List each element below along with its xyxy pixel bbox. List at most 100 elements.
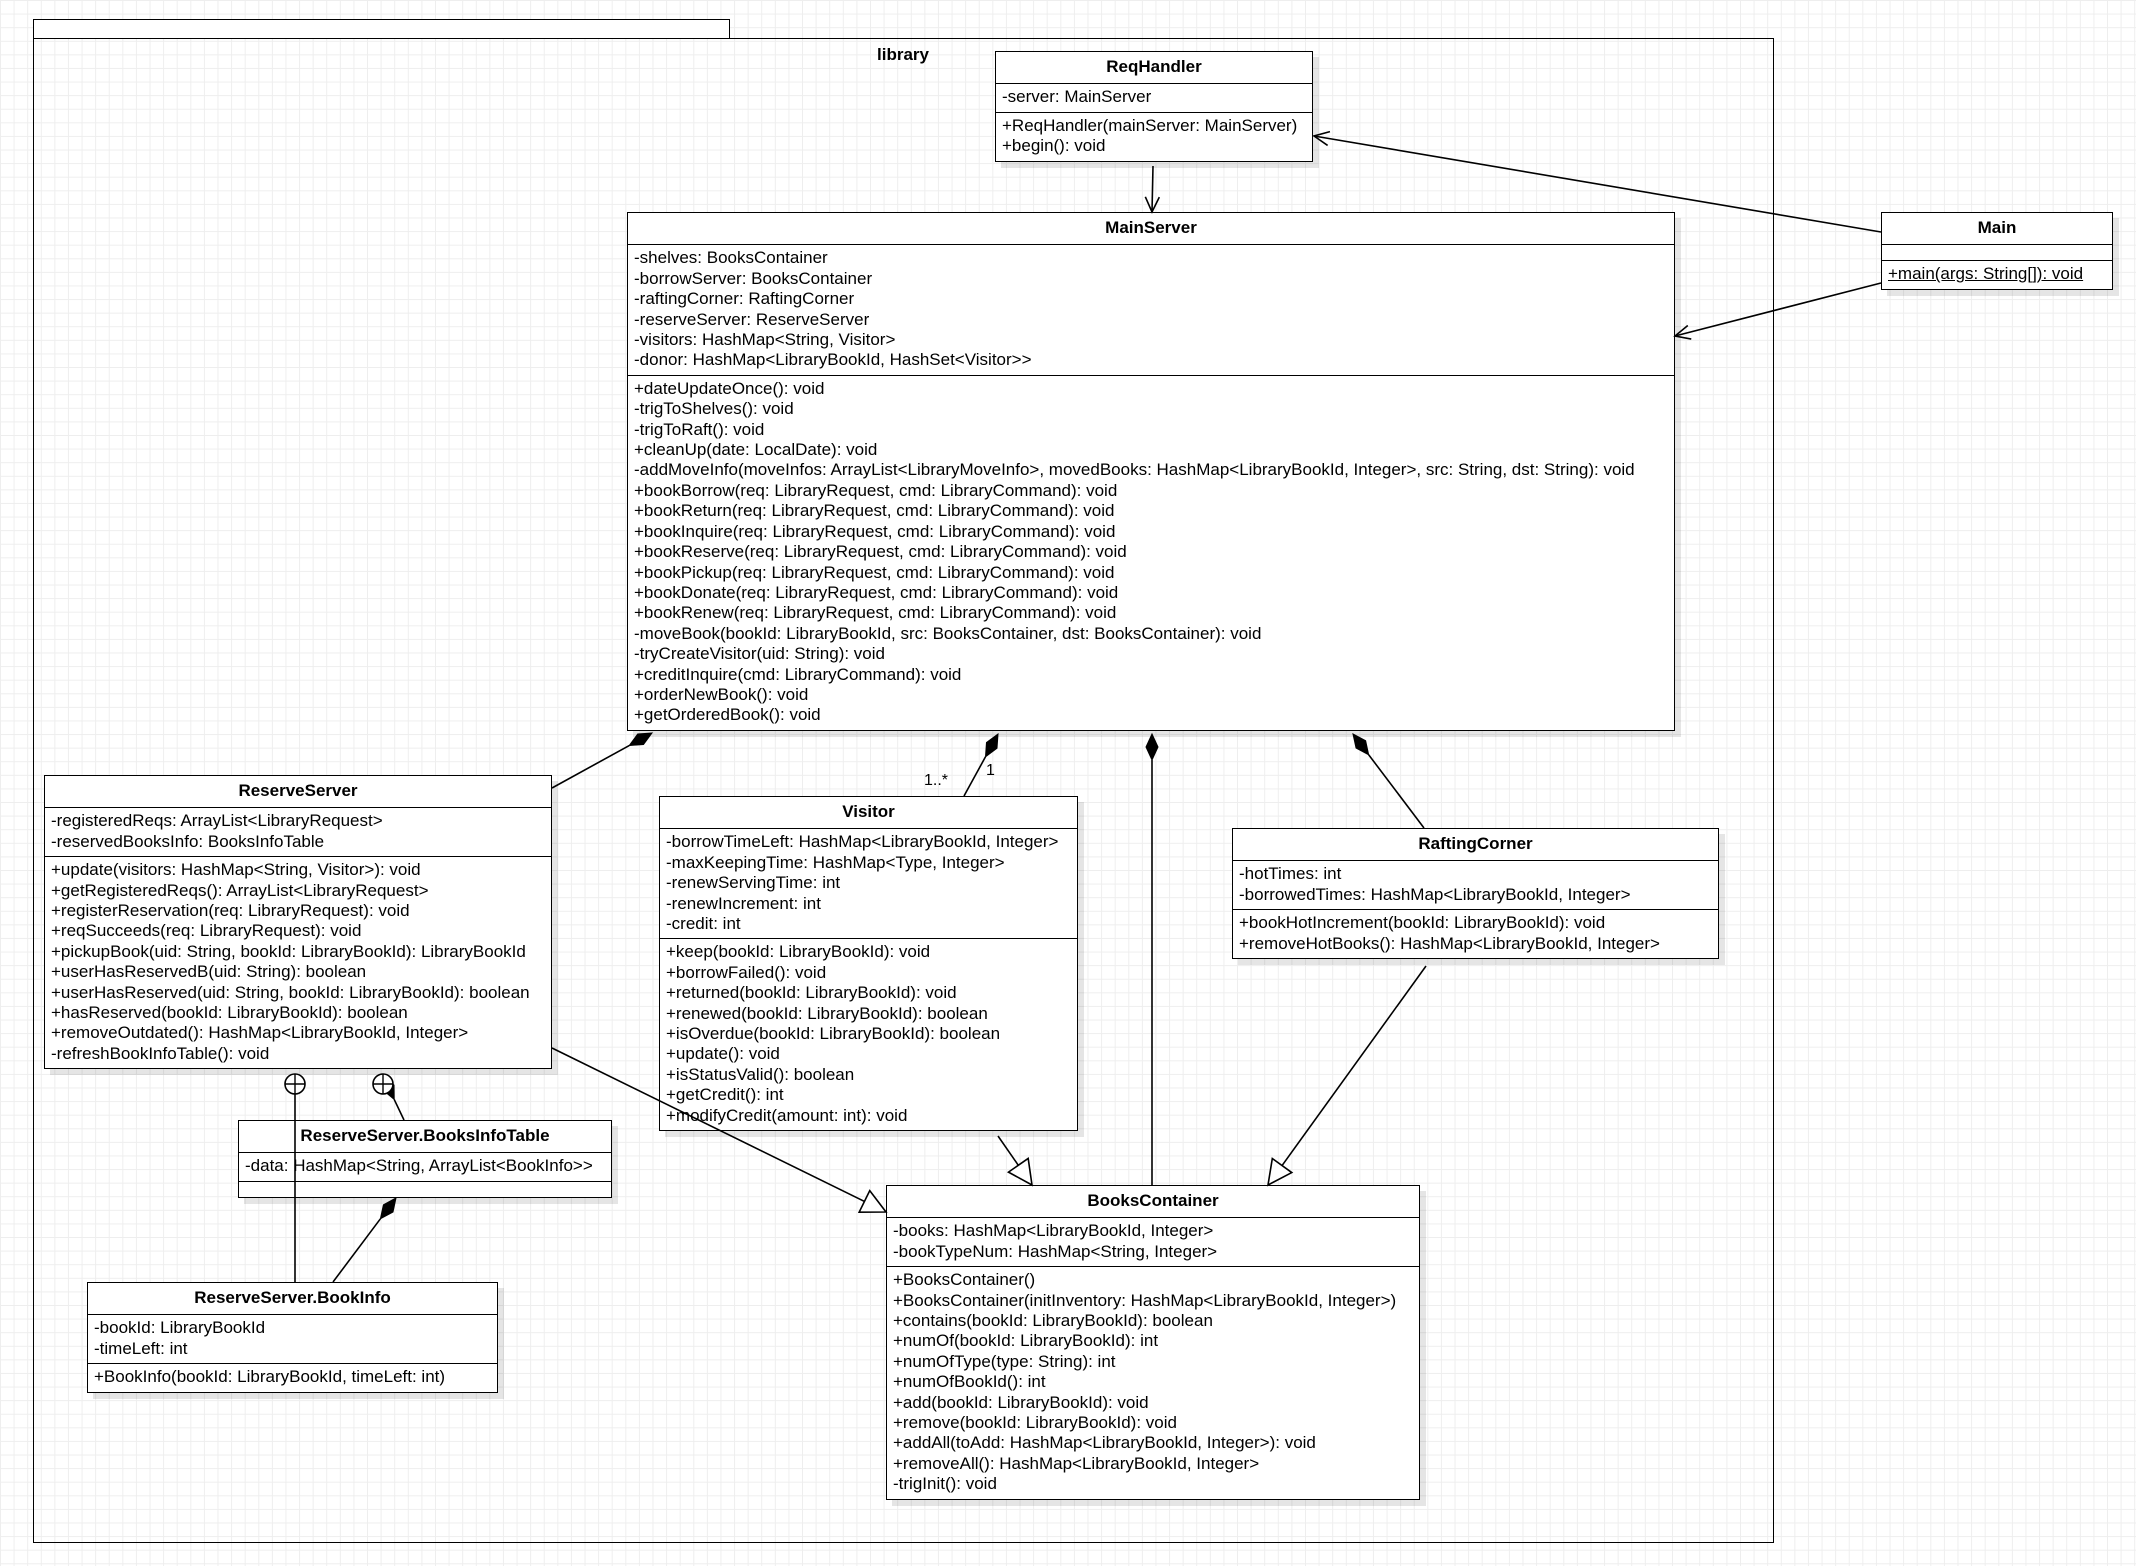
method: -refreshBookInfoTable(): void	[51, 1043, 270, 1063]
class-book-info[interactable]: ReserveServer.BookInfo-bookId: LibraryBo…	[87, 1282, 498, 1393]
method: +dateUpdateOnce(): void	[634, 378, 825, 398]
method: +bookDonate(req: LibraryRequest, cmd: Li…	[634, 582, 1119, 602]
method: +removeOutdated(): HashMap<LibraryBookId…	[51, 1023, 469, 1043]
method: +numOf(bookId: LibraryBookId): int	[893, 1331, 1159, 1351]
method: +add(bookId: LibraryBookId): void	[893, 1392, 1149, 1412]
attributes-section: -registeredReqs: ArrayList<LibraryReques…	[45, 808, 551, 858]
attribute: -registeredReqs: ArrayList<LibraryReques…	[51, 811, 383, 831]
method: +bookHotIncrement(bookId: LibraryBookId)…	[1239, 913, 1606, 933]
method: +begin(): void	[1002, 136, 1106, 156]
method: +main(args: String[]): void	[1888, 264, 2084, 284]
method: +update(): void	[666, 1044, 780, 1064]
methods-section: +main(args: String[]): void	[1882, 261, 2112, 288]
method: -trigInit(): void	[893, 1474, 997, 1494]
attributes-section: -books: HashMap<LibraryBookId, Integer>-…	[887, 1218, 1419, 1268]
class-name: ReqHandler	[996, 52, 1312, 85]
class-main-server[interactable]: MainServer-shelves: BooksContainer-borro…	[627, 212, 1675, 731]
attributes-section: -server: MainServer	[996, 84, 1312, 113]
package-name: library	[877, 45, 929, 64]
method: +bookPickup(req: LibraryRequest, cmd: Li…	[634, 562, 1115, 582]
attribute: -data: HashMap<String, ArrayList<BookInf…	[245, 1156, 593, 1176]
method: +bookReserve(req: LibraryRequest, cmd: L…	[634, 542, 1127, 562]
attribute: -renewIncrement: int	[666, 893, 821, 913]
method: +addAll(toAdd: HashMap<LibraryBookId, In…	[893, 1433, 1316, 1453]
class-name: RaftingCorner	[1233, 829, 1718, 862]
method: +pickupBook(uid: String, bookId: Library…	[51, 941, 526, 961]
method: +remove(bookId: LibraryBookId): void	[893, 1413, 1177, 1433]
class-reserve-server[interactable]: ReserveServer-registeredReqs: ArrayList<…	[44, 775, 552, 1070]
attribute: -bookTypeNum: HashMap<String, Integer>	[893, 1241, 1218, 1261]
method: +isStatusValid(): boolean	[666, 1064, 855, 1084]
method: +orderNewBook(): void	[634, 684, 809, 704]
method: +removeAll(): HashMap<LibraryBookId, Int…	[893, 1453, 1260, 1473]
attribute: -books: HashMap<LibraryBookId, Integer>	[893, 1221, 1214, 1241]
method: +BookInfo(bookId: LibraryBookId, timeLef…	[94, 1367, 446, 1387]
method: -trigToShelves(): void	[634, 399, 794, 419]
method: -tryCreateVisitor(uid: String): void	[634, 644, 885, 664]
attribute: -raftingCorner: RaftingCorner	[634, 289, 855, 309]
method: -trigToRaft(): void	[634, 419, 765, 439]
class-books-container[interactable]: BooksContainer-books: HashMap<LibraryBoo…	[886, 1185, 1420, 1500]
method: +renewed(bookId: LibraryBookId): boolean	[666, 1003, 988, 1023]
attribute: -borrowTimeLeft: HashMap<LibraryBookId, …	[666, 832, 1059, 852]
method: +creditInquire(cmd: LibraryCommand): voi…	[634, 664, 962, 684]
multiplicity-visitor-part: 1..*	[924, 772, 949, 789]
class-name: Visitor	[660, 797, 1077, 830]
attribute: -hotTimes: int	[1239, 864, 1342, 884]
attribute: -reserveServer: ReserveServer	[634, 309, 870, 329]
method: +getCredit(): int	[666, 1085, 784, 1105]
method: +keep(bookId: LibraryBookId): void	[666, 942, 931, 962]
method: +bookInquire(req: LibraryRequest, cmd: L…	[634, 521, 1116, 541]
attribute: -visitors: HashMap<String, Visitor>	[634, 330, 896, 350]
class-main[interactable]: Main +main(args: String[]): void	[1881, 212, 2113, 290]
method: +BooksContainer()	[893, 1270, 1036, 1290]
method: +modifyCredit(amount: int): void	[666, 1105, 908, 1125]
attributes-section: -borrowTimeLeft: HashMap<LibraryBookId, …	[660, 829, 1077, 940]
method: +bookReturn(req: LibraryRequest, cmd: Li…	[634, 501, 1115, 521]
attributes-section: -data: HashMap<String, ArrayList<BookInf…	[239, 1153, 611, 1182]
method: +update(visitors: HashMap<String, Visito…	[51, 860, 421, 880]
package-tab	[33, 19, 730, 39]
class-name: ReserveServer.BooksInfoTable	[239, 1121, 611, 1154]
method: +numOfType(type: String): int	[893, 1351, 1116, 1371]
attribute: -donor: HashMap<LibraryBookId, HashSet<V…	[634, 350, 1032, 370]
attributes-section: -shelves: BooksContainer-borrowServer: B…	[628, 245, 1674, 376]
method: +removeHotBooks(): HashMap<LibraryBookId…	[1239, 933, 1660, 953]
method: +bookRenew(req: LibraryRequest, cmd: Lib…	[634, 603, 1117, 623]
attribute: -bookId: LibraryBookId	[94, 1318, 266, 1338]
methods-section	[239, 1182, 611, 1197]
methods-section: +update(visitors: HashMap<String, Visito…	[45, 857, 551, 1068]
multiplicity-mainserver-whole: 1	[986, 762, 995, 779]
class-rafting-corner[interactable]: RaftingCorner-hotTimes: int-borrowedTime…	[1232, 828, 1719, 960]
attribute: -renewServingTime: int	[666, 873, 841, 893]
methods-section: +BooksContainer()+BooksContainer(initInv…	[887, 1267, 1419, 1498]
class-books-info-table[interactable]: ReserveServer.BooksInfoTable-data: HashM…	[238, 1120, 612, 1198]
attribute: -server: MainServer	[1002, 87, 1152, 107]
class-name: Main	[1882, 213, 2112, 246]
class-name: ReserveServer	[45, 776, 551, 809]
methods-section: +ReqHandler(mainServer: MainServer)+begi…	[996, 113, 1312, 161]
attributes-section	[1882, 245, 2112, 262]
package-frame	[33, 38, 1774, 1543]
methods-section: +dateUpdateOnce(): void-trigToShelves():…	[628, 376, 1674, 730]
methods-section: +keep(bookId: LibraryBookId): void+borro…	[660, 939, 1077, 1130]
attribute: -shelves: BooksContainer	[634, 248, 828, 268]
attribute: -maxKeepingTime: HashMap<Type, Integer>	[666, 852, 1005, 872]
attributes-section: -hotTimes: int-borrowedTimes: HashMap<Li…	[1233, 861, 1718, 911]
method: +hasReserved(bookId: LibraryBookId): boo…	[51, 1003, 408, 1023]
class-req-handler[interactable]: ReqHandler-server: MainServer +ReqHandler…	[995, 51, 1313, 162]
method: -addMoveInfo(moveInfos: ArrayList<Librar…	[634, 460, 1635, 480]
method: +userHasReservedB(uid: String): boolean	[51, 962, 367, 982]
class-name: ReserveServer.BookInfo	[88, 1283, 497, 1316]
method: +reqSucceeds(req: LibraryRequest): void	[51, 921, 362, 941]
attribute: -borrowedTimes: HashMap<LibraryBookId, I…	[1239, 884, 1631, 904]
class-visitor[interactable]: Visitor-borrowTimeLeft: HashMap<LibraryB…	[659, 796, 1078, 1132]
attributes-section: -bookId: LibraryBookId-timeLeft: int	[88, 1315, 497, 1365]
attribute: -reservedBooksInfo: BooksInfoTable	[51, 831, 325, 851]
method: +BooksContainer(initInventory: HashMap<L…	[893, 1290, 1397, 1310]
method: +isOverdue(bookId: LibraryBookId): boole…	[666, 1024, 1001, 1044]
method: +registerReservation(req: LibraryRequest…	[51, 901, 410, 921]
attribute: -timeLeft: int	[94, 1338, 188, 1358]
method: +cleanUp(date: LocalDate): void	[634, 440, 878, 460]
